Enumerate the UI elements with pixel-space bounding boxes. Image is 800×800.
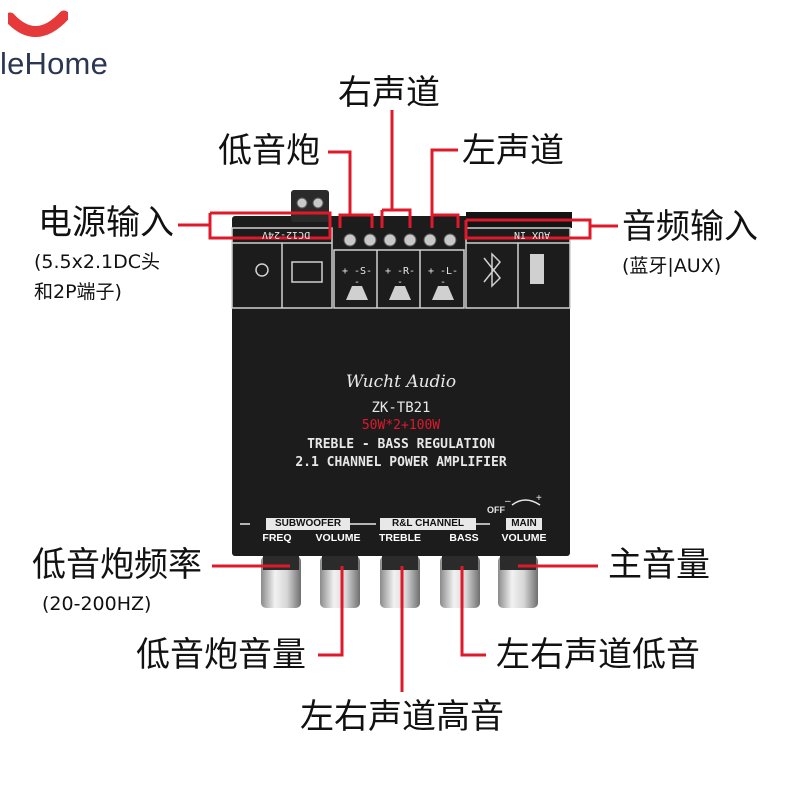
off-label: OFF [487,505,505,515]
speaker-label-s: + -S- - [341,266,373,288]
speaker-label-l: + -L- - [427,266,459,288]
board-model: ZK-TB21 [371,400,431,416]
knob-label-treble: TREBLE [379,532,421,544]
speaker-label-r: + -R- - [384,266,416,288]
svg-text:–: – [505,496,511,507]
callout-sub-volume: 低音炮音量 [136,635,306,675]
callout-sub-freq: 低音炮频率 [32,545,202,585]
board-line2: 2.1 CHANNEL POWER AMPLIFIER [295,455,507,470]
callout-right-channel: 右声道 [338,73,440,113]
board-logo-script: Wucht Audio [345,372,457,392]
dc-terminal-block [291,190,329,222]
knobs [261,556,538,608]
knob-label-sub-volume: VOLUME [315,532,361,544]
knob-label-bass: BASS [449,532,479,544]
brand-logo [0,0,130,90]
treble-knob[interactable] [380,556,420,608]
section-subwoofer: SUBWOOFER [266,518,350,530]
brand-name: leHome [0,46,109,81]
knob-label-main-volume: VOLUME [501,532,547,544]
callout-rl-bass: 左右声道低音 [496,635,700,675]
svg-text:+: + [536,493,542,504]
callout-main-volume: 主音量 [608,545,710,585]
board-line1: TREBLE - BASS REGULATION [307,437,495,452]
callout-power-input: 电源输入 [38,203,174,243]
callout-sub-freq-sub: (20-200HZ) [42,593,152,615]
knob-label-freq: FREQ [262,532,292,544]
callout-audio-input: 音频输入 [622,207,758,247]
section-main: MAIN [506,518,542,530]
callout-power-input-sub2: 和2P端子) [34,281,122,303]
callout-power-input-sub1: (5.5x2.1DC头 [34,251,160,273]
brand-swoosh-icon [8,10,68,37]
sub-volume-knob[interactable] [320,556,360,608]
callout-rl-treble: 左右声道高音 [300,697,504,737]
bass-knob[interactable] [440,556,480,608]
main-volume-knob[interactable] [498,556,538,608]
callout-audio-input-sub: (蓝牙|AUX) [622,255,722,277]
dc-label: DC12-24V [262,229,311,240]
section-rl: R&L CHANNEL [380,518,476,530]
callout-left-channel: 左声道 [462,131,564,171]
amplifier-board [232,216,570,556]
sub-freq-knob[interactable] [261,556,301,608]
board-power: 50W*2+100W [361,418,441,433]
callout-subwoofer-out: 低音炮 [218,131,320,171]
aux-label: AUX IN [514,229,551,240]
